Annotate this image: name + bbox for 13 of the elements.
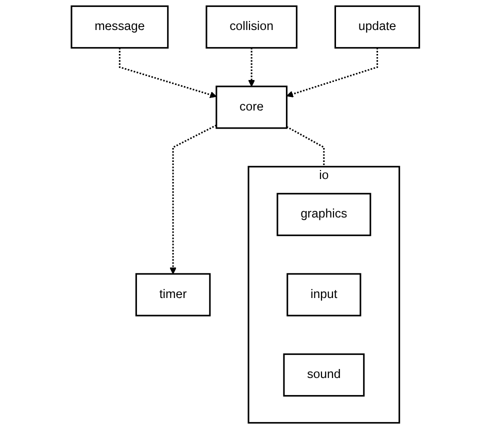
node-box: sound <box>283 353 365 397</box>
arrow <box>286 48 378 98</box>
node-box: update <box>334 5 420 49</box>
node-box: graphics <box>276 192 372 236</box>
node-box: core <box>216 86 288 129</box>
node-box: input <box>286 273 362 316</box>
arrow <box>119 48 217 98</box>
connector <box>286 126 325 167</box>
node-box: message <box>70 5 169 49</box>
arrow <box>170 124 217 274</box>
arrow <box>248 48 256 87</box>
node-box: timer <box>136 273 211 316</box>
node-box: collision <box>206 5 298 49</box>
